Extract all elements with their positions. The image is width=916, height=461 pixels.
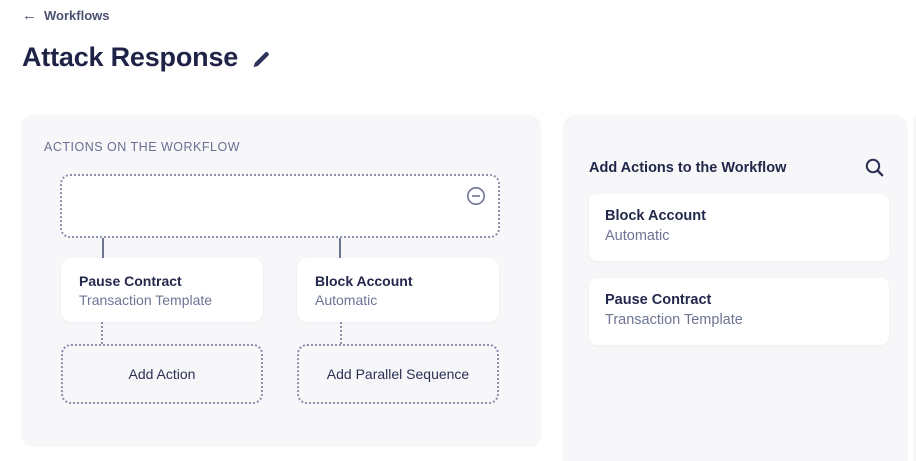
action-library-panel: Add Actions to the Workflow Block Accoun… bbox=[563, 115, 908, 461]
connector-dotted-line bbox=[101, 322, 103, 344]
node-title: Block Account bbox=[315, 273, 413, 289]
workflow-canvas-panel: ACTIONS ON THE WORKFLOW Pause Contract T… bbox=[21, 115, 541, 447]
action-library-header: Add Actions to the Workflow bbox=[589, 157, 885, 178]
workflow-panel-label: ACTIONS ON THE WORKFLOW bbox=[44, 140, 240, 154]
arrow-left-icon: ← bbox=[22, 7, 37, 24]
add-action-button[interactable]: Add Action bbox=[61, 344, 263, 404]
node-subtitle: Transaction Template bbox=[79, 292, 213, 308]
connector-line bbox=[102, 238, 104, 258]
library-item-subtitle: Automatic bbox=[605, 228, 670, 244]
action-library-title: Add Actions to the Workflow bbox=[589, 159, 787, 176]
library-item-block-account[interactable]: Block Account Automatic bbox=[589, 194, 889, 261]
connector-line bbox=[339, 238, 341, 258]
node-title: Pause Contract bbox=[79, 273, 182, 289]
search-icon[interactable] bbox=[864, 157, 885, 178]
page-title-row: Attack Response bbox=[22, 42, 271, 73]
workflow-trigger-node[interactable] bbox=[60, 174, 500, 238]
connector-dotted-line bbox=[340, 322, 342, 344]
add-parallel-sequence-label: Add Parallel Sequence bbox=[326, 366, 470, 382]
pencil-icon[interactable] bbox=[251, 50, 271, 70]
library-item-title: Pause Contract bbox=[605, 292, 712, 308]
back-link-label: Workflows bbox=[44, 8, 110, 23]
library-item-pause-contract[interactable]: Pause Contract Transaction Template bbox=[589, 278, 889, 345]
back-to-workflows-link[interactable]: ← Workflows bbox=[22, 8, 110, 23]
page-title: Attack Response bbox=[22, 42, 239, 72]
workflow-node-pause-contract[interactable]: Pause Contract Transaction Template bbox=[61, 258, 263, 322]
minus-circle-icon[interactable] bbox=[466, 186, 486, 206]
library-item-title: Block Account bbox=[605, 208, 706, 224]
node-subtitle: Automatic bbox=[315, 292, 378, 308]
add-action-label: Add Action bbox=[128, 366, 196, 382]
add-parallel-sequence-button[interactable]: Add Parallel Sequence bbox=[297, 344, 499, 404]
library-item-subtitle: Transaction Template bbox=[605, 312, 743, 328]
workflow-node-block-account[interactable]: Block Account Automatic bbox=[297, 258, 499, 322]
next-panel-edge bbox=[913, 115, 916, 461]
